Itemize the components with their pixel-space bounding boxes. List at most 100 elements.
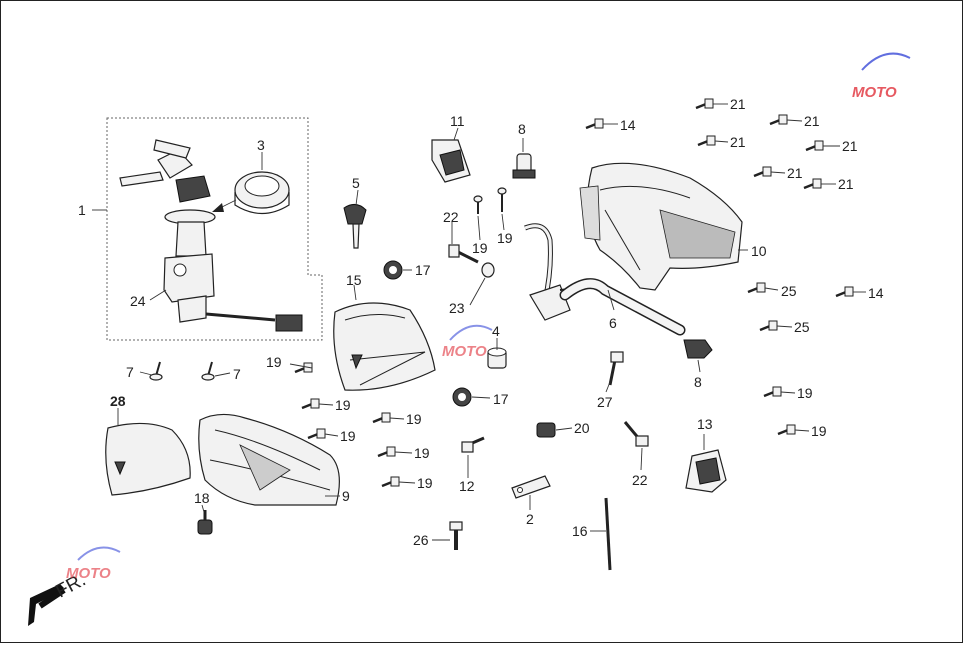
screw-19-c[interactable] <box>289 362 313 374</box>
bolt-26-part[interactable] <box>449 521 463 550</box>
label-8-top: 8 <box>518 121 526 137</box>
screw-19-b[interactable] <box>497 187 507 212</box>
label-21-d: 21 <box>842 138 858 154</box>
label-10: 10 <box>751 243 767 259</box>
watermark-text-middle: MOTO <box>442 343 487 360</box>
label-11: 11 <box>450 113 465 129</box>
screw-14-top[interactable] <box>585 118 618 130</box>
small-screws-group <box>289 98 866 488</box>
meter-cover-part[interactable] <box>333 302 436 391</box>
label-6: 6 <box>609 315 617 331</box>
label-22-top: 22 <box>443 209 459 225</box>
screw-19-a[interactable] <box>473 195 483 214</box>
label-14-top: 14 <box>620 117 636 133</box>
label-16: 16 <box>572 523 588 539</box>
key-part[interactable] <box>343 204 367 249</box>
label-26: 26 <box>413 532 429 548</box>
label-7-left: 7 <box>126 364 134 380</box>
front-handle-cover-part[interactable] <box>198 413 340 506</box>
ignition-switch-body-part[interactable] <box>163 209 303 332</box>
key-cover-ring-part[interactable] <box>234 171 290 215</box>
assembly-1-dashed-box <box>106 117 323 341</box>
label-21-b: 21 <box>804 113 820 129</box>
screw-21-f[interactable] <box>803 178 836 190</box>
label-19-h: 19 <box>417 475 433 491</box>
label-7-right: 7 <box>233 366 241 382</box>
label-18: 18 <box>194 490 210 506</box>
handlebar-6-part[interactable] <box>559 278 686 336</box>
screw-19-g[interactable] <box>377 446 413 458</box>
ring-arrowhead <box>212 203 224 212</box>
socket-8-top-part[interactable] <box>512 153 536 179</box>
label-3: 3 <box>257 137 265 153</box>
label-8-right: 8 <box>694 374 702 390</box>
label-17-bottom: 17 <box>493 391 509 407</box>
rod-16-part[interactable] <box>604 497 612 571</box>
screw-25-top[interactable] <box>747 282 779 294</box>
watermark-bottom-left: MOTO <box>66 546 121 582</box>
label-19-b: 19 <box>497 230 513 246</box>
label-13: 13 <box>697 416 713 432</box>
throttle-cable-part[interactable] <box>524 223 581 321</box>
screw-19-e[interactable] <box>372 412 405 424</box>
screw-7-left[interactable] <box>149 361 163 381</box>
part-number-labels: 1 3 24 5 15 7 7 28 18 9 11 8 22 19 19 23… <box>78 96 884 548</box>
label-19-d: 19 <box>335 397 351 413</box>
label-9: 9 <box>342 488 350 504</box>
bolt-12-part[interactable] <box>461 436 485 453</box>
ignition-key-part[interactable] <box>119 139 211 203</box>
screw-7-right[interactable] <box>201 361 215 381</box>
label-20: 20 <box>574 420 590 436</box>
screw-21-d[interactable] <box>805 140 840 152</box>
screw-14-right[interactable] <box>835 286 866 298</box>
nut-17-bottom[interactable] <box>452 387 472 407</box>
label-14-right: 14 <box>868 285 884 301</box>
bracket-2-part[interactable] <box>511 475 551 499</box>
meter-lens-part[interactable] <box>105 422 191 496</box>
label-28: 28 <box>110 393 126 409</box>
label-15: 15 <box>346 272 362 288</box>
label-21-c: 21 <box>730 134 746 150</box>
label-22-bottom: 22 <box>632 472 648 488</box>
socket-8-right-part[interactable] <box>683 339 713 359</box>
switch-13-part[interactable] <box>685 449 727 493</box>
label-24: 24 <box>130 293 146 309</box>
label-19-f: 19 <box>340 428 356 444</box>
label-19-g: 19 <box>414 445 430 461</box>
nut-20-part[interactable] <box>536 422 556 438</box>
label-19-j: 19 <box>811 423 827 439</box>
screw-21-a[interactable] <box>695 98 728 110</box>
nut-17-top[interactable] <box>383 260 403 280</box>
bolt-22-top-part[interactable] <box>448 244 479 264</box>
label-19-i: 19 <box>797 385 813 401</box>
bolt-27-part[interactable] <box>608 351 624 386</box>
screw-19-j[interactable] <box>777 424 810 436</box>
label-4: 4 <box>492 323 500 339</box>
label-19-a: 19 <box>472 240 488 256</box>
leader-lines <box>92 127 748 541</box>
label-19-e: 19 <box>406 411 422 427</box>
label-2: 2 <box>526 511 534 527</box>
label-23: 23 <box>449 300 465 316</box>
spacer-4-part[interactable] <box>487 347 507 369</box>
screw-19-i[interactable] <box>763 386 796 398</box>
bolt-18-part[interactable] <box>197 510 213 535</box>
washer-23-part[interactable] <box>481 262 495 278</box>
screw-21-c[interactable] <box>697 135 729 147</box>
label-21-a: 21 <box>730 96 746 112</box>
screw-21-b[interactable] <box>769 114 803 126</box>
screw-19-f[interactable] <box>307 428 339 440</box>
watermark-text-top: MOTO <box>852 84 897 101</box>
label-27: 27 <box>597 394 613 410</box>
switch-11-part[interactable] <box>431 139 471 183</box>
screw-19-d[interactable] <box>301 398 334 410</box>
label-21-f: 21 <box>838 176 854 192</box>
label-25-bottom: 25 <box>794 319 810 335</box>
screw-25-bottom[interactable] <box>759 320 793 332</box>
screw-21-e[interactable] <box>753 166 786 178</box>
label-21-e: 21 <box>787 165 803 181</box>
screw-19-h[interactable] <box>381 476 416 488</box>
bolt-22-bottom-part[interactable] <box>623 421 649 447</box>
rear-handle-cover-part[interactable] <box>579 162 743 291</box>
